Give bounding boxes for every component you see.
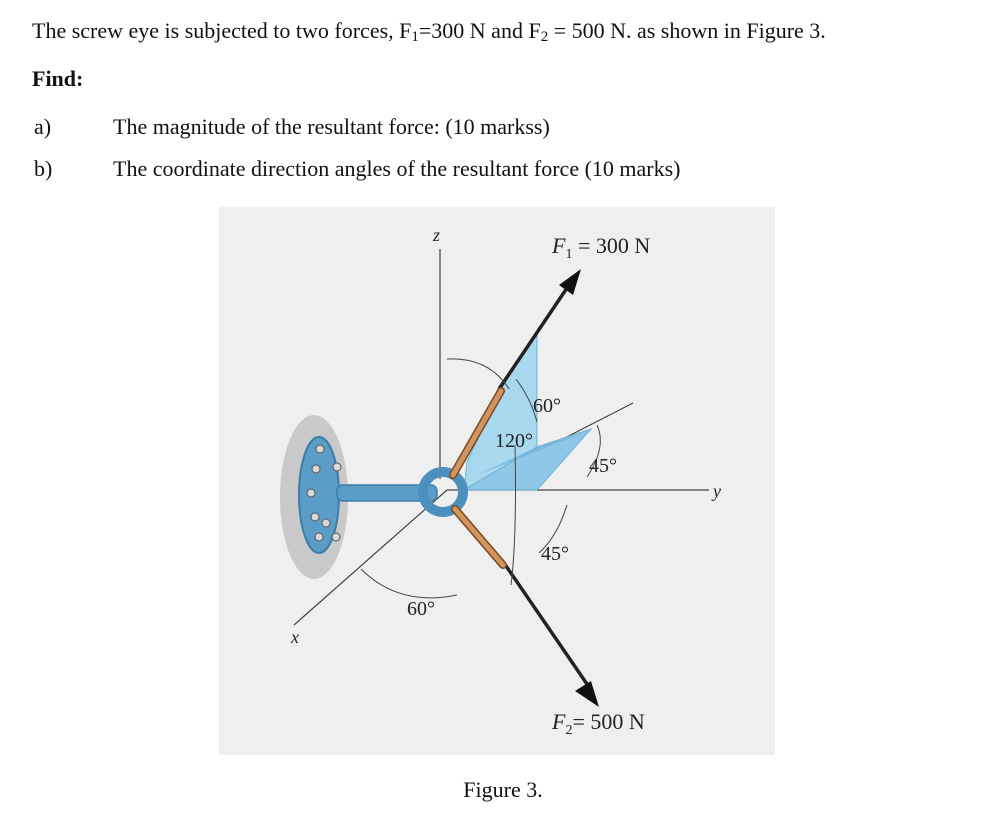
angle-120: 120° <box>495 430 533 452</box>
angle-45-upper: 45° <box>589 455 617 477</box>
arc-120 <box>446 358 510 390</box>
f1-force-line <box>497 284 571 390</box>
intro-sub-1: 1 <box>411 29 419 45</box>
f1-symbol: F <box>551 233 566 258</box>
intro-text-2: =300 N and F <box>418 18 541 43</box>
item-a-text: The magnitude of the resultant force: (1… <box>113 114 550 139</box>
arc-120-vertical <box>510 444 516 586</box>
f2-subscript: 2 <box>565 723 572 738</box>
angle-60-bottom: 60° <box>407 598 435 620</box>
angle-45-lower: 45° <box>541 543 569 565</box>
f1-label: F1 = 300 N <box>551 233 650 262</box>
f2-arrowhead <box>575 681 599 707</box>
f1-subscript: 1 <box>565 247 572 262</box>
problem-statement: The screw eye is subjected to two forces… <box>32 18 826 45</box>
f2-value: = 500 N <box>572 709 644 734</box>
angle-60-top: 60° <box>533 395 561 417</box>
item-b-text: The coordinate direction angles of the r… <box>113 156 681 181</box>
f2-label: F2= 500 N <box>551 709 645 738</box>
f1-rod <box>450 388 504 478</box>
arc-45-lower <box>538 504 568 554</box>
bolt-heads <box>306 444 342 542</box>
x-axis-label: x <box>290 627 299 647</box>
figure-caption: Figure 3. <box>463 777 543 802</box>
find-heading: Find: <box>32 66 84 91</box>
intro-sub-2: 2 <box>540 29 549 45</box>
item-b-letter: b) <box>34 156 53 181</box>
f2-rod <box>452 506 506 568</box>
arc-60-bottom <box>360 568 458 599</box>
figure-3: z x y F1 = 300 N F2= 500 N 60° 120° 45° … <box>219 207 775 755</box>
f2-force-line <box>502 562 591 688</box>
screw-eye-ring <box>418 467 468 517</box>
arc-45-upper <box>586 424 601 478</box>
item-a-letter: a) <box>34 114 52 139</box>
intro-text-3: = 500 N. as shown in Figure 3. <box>548 18 826 43</box>
x-axis <box>293 489 448 626</box>
y-axis-label: y <box>711 481 721 501</box>
force-plane-lower <box>462 427 593 491</box>
f1-arrowhead <box>559 269 581 295</box>
screw-shaft <box>336 484 438 502</box>
force-diagram: z x y F1 = 300 N F2= 500 N 60° 120° 45° … <box>280 225 721 738</box>
f2-symbol: F <box>551 709 566 734</box>
f1-value: = 300 N <box>572 233 650 258</box>
intro-text-1: The screw eye is subjected to two forces… <box>32 18 412 43</box>
z-axis-label: z <box>432 225 440 245</box>
arc-60-top <box>515 378 538 423</box>
force-plane-shade <box>477 433 583 475</box>
